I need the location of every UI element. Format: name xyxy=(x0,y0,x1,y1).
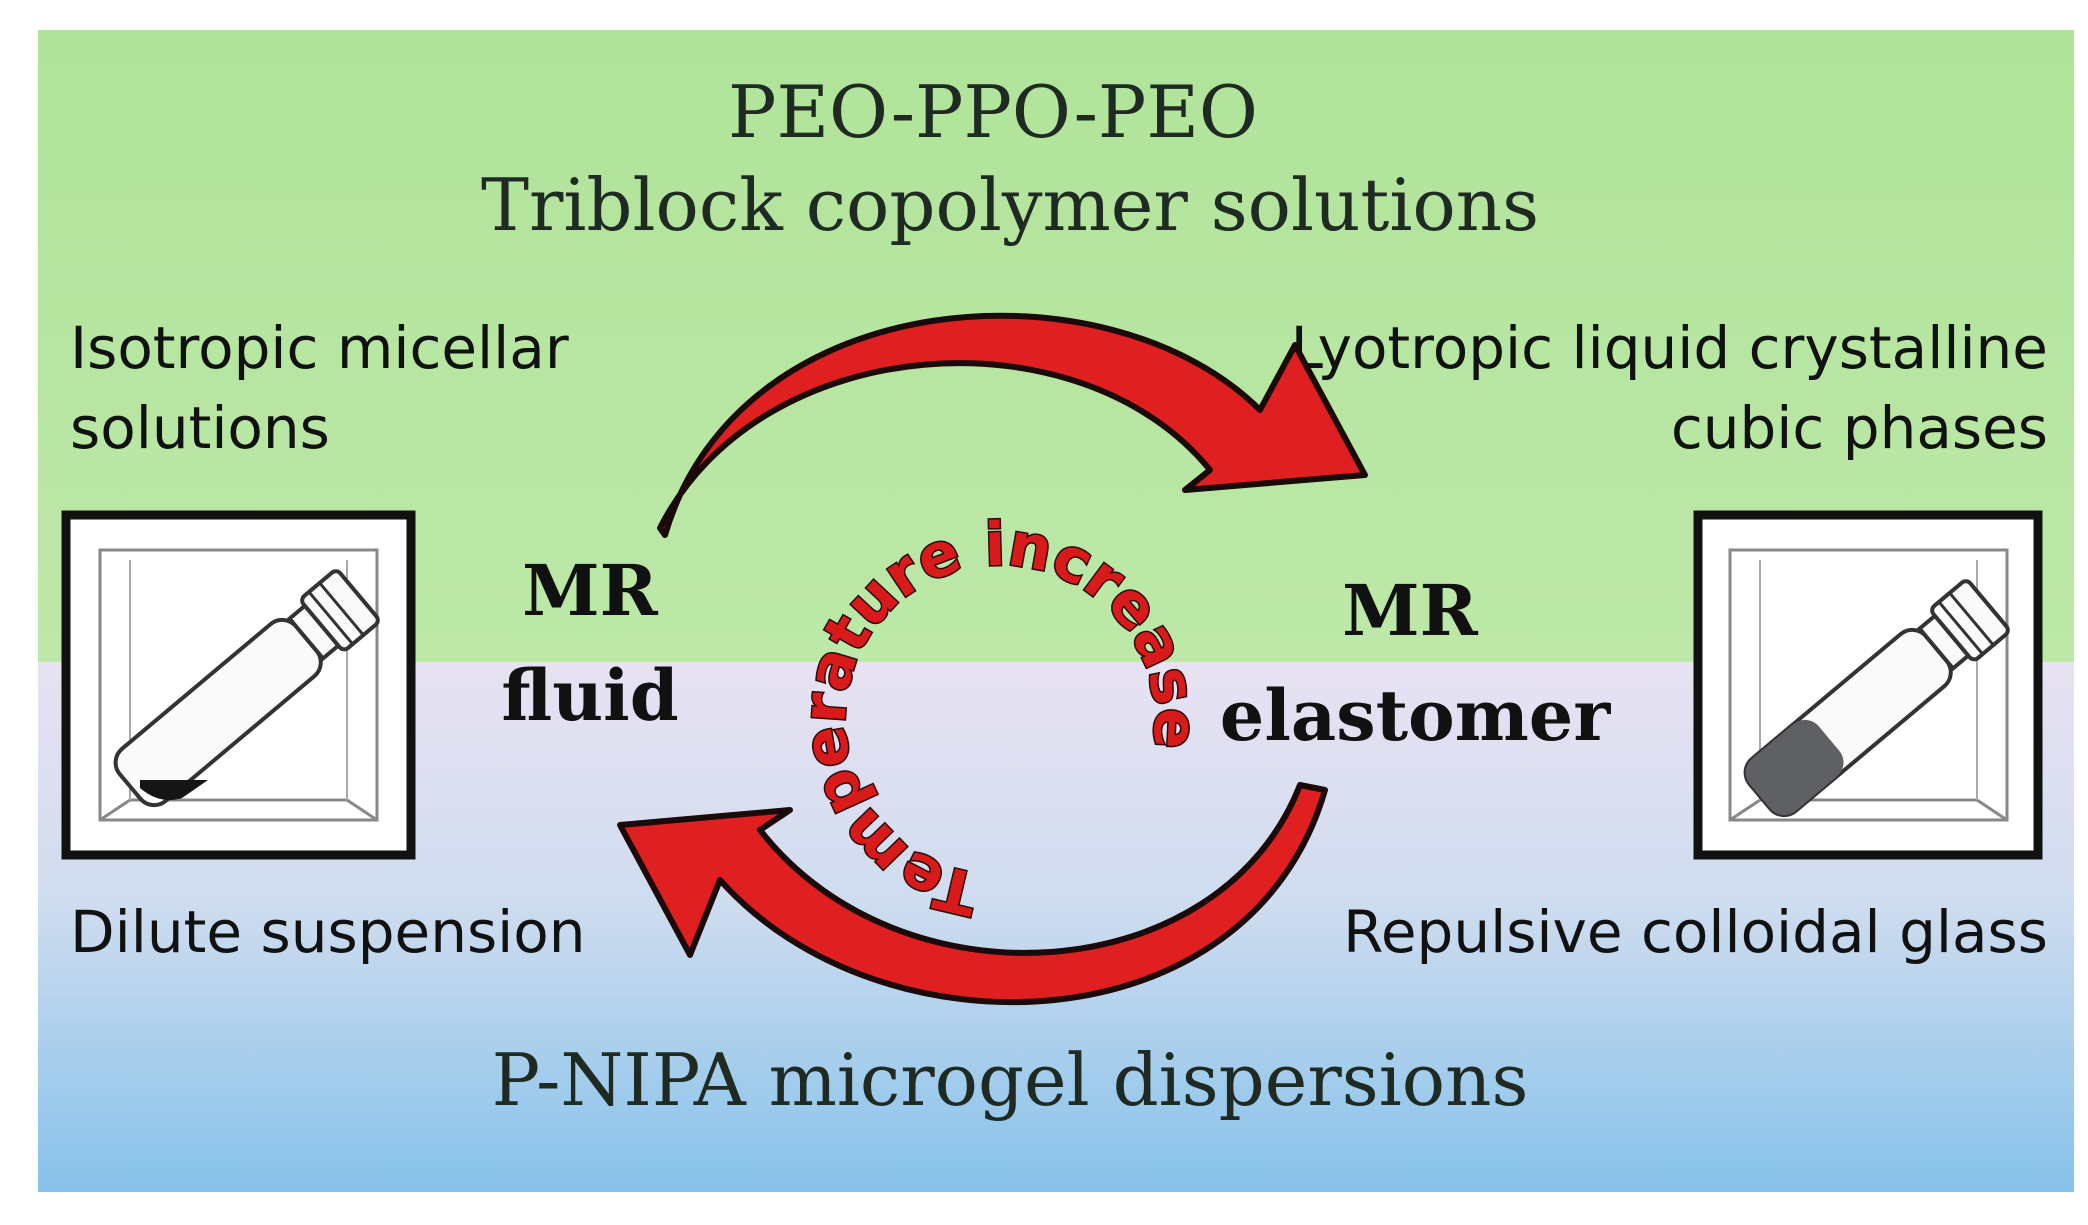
dilute-suspension-label: Dilute suspension xyxy=(70,898,586,966)
repulsive-colloidal-glass-label: Repulsive colloidal glass xyxy=(1343,898,2048,966)
mr-elastomer-label-line2: elastomer xyxy=(1220,674,1612,757)
vial-with-gel-icon xyxy=(1693,510,2043,860)
mr-fluid-label-line1: MR xyxy=(522,549,658,632)
top-cycle-arrow xyxy=(657,312,1368,538)
top-title-line2: Triblock copolymer solutions xyxy=(481,163,1539,247)
mr-elastomer-label-line1: MR xyxy=(1342,569,1478,652)
vial-with-dilute-liquid-icon xyxy=(61,510,416,860)
bottom-title: P-NIPA microgel dispersions xyxy=(492,1038,1529,1122)
mr-fluid-label-line2: fluid xyxy=(501,654,678,737)
right-upper-label-line2: cubic phases xyxy=(1671,394,2048,462)
left-upper-label-line2: solutions xyxy=(70,394,330,462)
left-upper-label-line1: Isotropic micellar xyxy=(70,314,569,382)
top-title-line1: PEO-PPO-PEO xyxy=(728,70,1258,154)
right-upper-label-line1: Lyotropic liquid crystalline xyxy=(1291,314,2048,382)
bottom-cycle-arrow xyxy=(617,782,1328,1006)
